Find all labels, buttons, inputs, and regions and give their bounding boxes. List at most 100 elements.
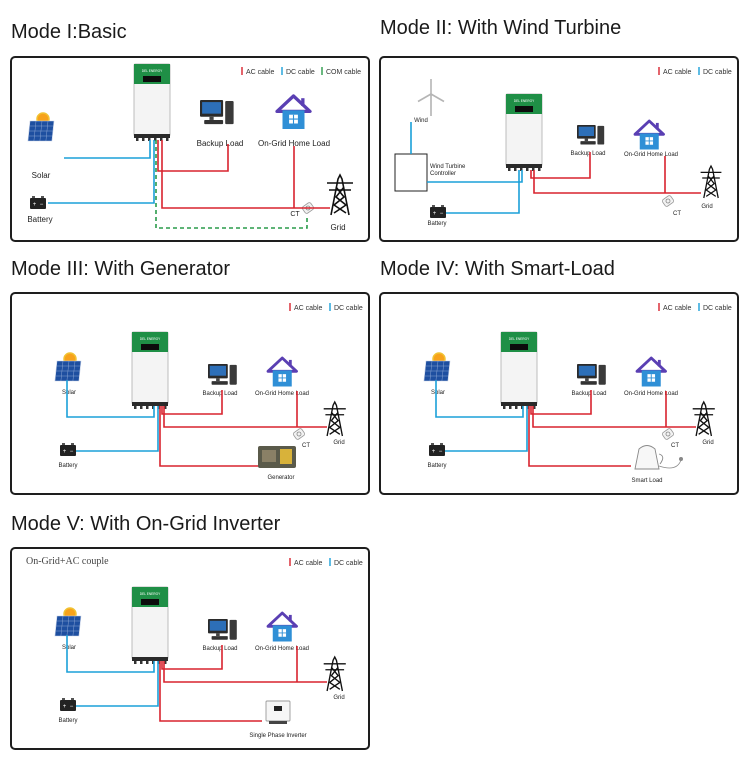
dc-wire-battery <box>445 406 528 452</box>
inverter-terminals <box>134 134 170 138</box>
battery-label: Battery <box>427 221 446 227</box>
battery-label: Battery <box>58 463 77 469</box>
inverter-port <box>532 168 535 171</box>
inverter-port <box>136 138 139 141</box>
legend-dc-label: DC cable <box>703 69 732 76</box>
ac-wire-backup <box>161 645 223 670</box>
inverter-port <box>509 406 512 409</box>
battery-icon <box>60 700 76 711</box>
inverter-port <box>166 138 169 141</box>
backup-load-label: Backup Load <box>570 151 605 157</box>
pylon-icon <box>700 164 722 199</box>
grid-label: Grid <box>702 440 713 446</box>
ct-label: CT <box>671 443 679 449</box>
svg-text:−: − <box>70 704 74 710</box>
inverter-screen <box>141 344 159 350</box>
mode-3-title: Mode III: With Generator <box>11 258 230 280</box>
inverter-port <box>146 661 149 664</box>
inverter-brand: DEL ENERGY <box>140 592 161 596</box>
dc-wire-solar <box>66 635 155 673</box>
battery-label: Battery <box>58 718 77 724</box>
dc-wire-controller <box>427 170 523 183</box>
inverter-brand: DEL ENERGY <box>140 337 161 341</box>
inverter-port <box>508 168 511 171</box>
backup-load-label: Backup Load <box>571 391 606 397</box>
dc-wire-battery <box>446 170 520 214</box>
pylon-icon <box>692 400 715 437</box>
house-icon <box>266 356 298 387</box>
svg-text:−: − <box>70 449 74 455</box>
house-icon <box>635 356 667 387</box>
inverter-port <box>134 661 137 664</box>
mode-1-title: Mode I:Basic <box>11 21 127 43</box>
ac-wire-backup <box>157 140 229 172</box>
legend-ac-label: AC cable <box>294 305 323 312</box>
pylon-icon <box>323 400 346 437</box>
dc-wire-battery <box>76 661 159 707</box>
inverter-port <box>160 138 163 141</box>
inverter-port <box>142 138 145 141</box>
inverter-port <box>134 406 137 409</box>
ac-wire-backup <box>530 390 592 415</box>
dc-wire-solar <box>64 140 151 159</box>
legend-ac-label: AC cable <box>294 560 323 567</box>
wind-controller-box <box>394 153 428 192</box>
computer-icon <box>208 619 237 640</box>
computer-icon <box>577 364 606 385</box>
ct-label: CT <box>302 443 310 449</box>
inverter-terminals <box>501 402 537 406</box>
ct-label: CT <box>673 211 681 217</box>
solar-label: Solar <box>431 390 445 396</box>
inverter-brand: DEL ENERGY <box>514 99 535 103</box>
solar-panel-icon <box>27 120 55 142</box>
single-phase-inverter-label: Single Phase Inverter <box>249 733 306 739</box>
inverter-port <box>514 168 517 171</box>
battery-label: Battery <box>27 215 52 224</box>
grid-label: Grid <box>330 223 345 232</box>
home-load-label: On-Grid Home Load <box>255 646 309 652</box>
inverter-port <box>164 406 167 409</box>
svg-text:+: + <box>433 211 437 217</box>
solar-label: Solar <box>62 645 76 651</box>
ct-label: CT <box>290 211 300 218</box>
smart-load-label: Smart Load <box>631 478 662 484</box>
inverter-screen <box>143 76 161 82</box>
solar-panel-icon <box>423 360 451 382</box>
inverter-terminals <box>132 657 168 661</box>
wind-turbine-icon <box>417 79 445 116</box>
pylon-icon <box>323 655 346 692</box>
computer-icon <box>208 364 237 385</box>
single-phase-inverter-icon <box>265 700 291 724</box>
ac-wire-extra <box>528 406 631 467</box>
inverter-port <box>140 661 143 664</box>
inverter-port <box>164 661 167 664</box>
mode-5-note: On-Grid+AC couple <box>26 556 109 567</box>
svg-text:+: + <box>63 704 67 710</box>
legend-dc-label: DC cable <box>334 560 363 567</box>
inverter-screen <box>510 344 528 350</box>
legend-ac-label: AC cable <box>663 305 692 312</box>
inverter-port <box>503 406 506 409</box>
svg-text:−: − <box>439 449 443 455</box>
smart-load-kettle-icon <box>634 445 683 470</box>
battery-icon <box>430 207 446 218</box>
controller-label-2: Controller <box>430 171 456 177</box>
smart-load-cable <box>658 459 682 469</box>
home-load-label: On-Grid Home Load <box>624 391 678 397</box>
legend-dc-label: DC cable <box>334 305 363 312</box>
pylon-icon <box>327 173 353 216</box>
home-load-label: On-Grid Home Load <box>258 139 330 148</box>
backup-load-label: Backup Load <box>202 391 237 397</box>
solar-panel-icon <box>54 360 82 382</box>
computer-icon <box>200 100 234 125</box>
mode-4-title: Mode IV: With Smart-Load <box>380 258 615 280</box>
controller-label-1: Wind Turbine <box>430 164 466 170</box>
svg-text:+: + <box>432 449 436 455</box>
